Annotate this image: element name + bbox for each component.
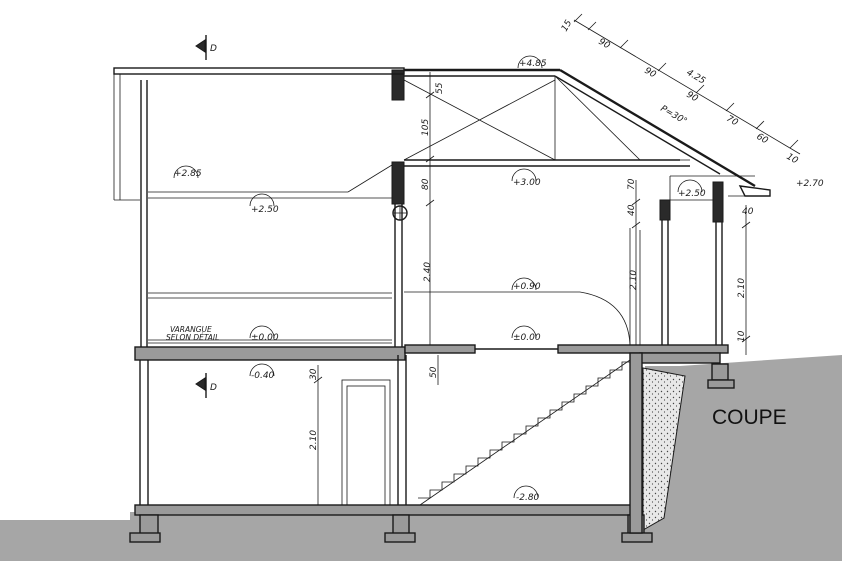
level-floor-left: ±0.00 <box>251 333 279 343</box>
dim-v30: 30 <box>309 368 319 380</box>
level-floor-center: ±0.00 <box>513 333 541 343</box>
floor-note-line1: VARANGUE <box>170 325 212 334</box>
dim-roof-90-a: 90 <box>597 37 612 52</box>
dim-slope: P=30° <box>659 104 689 127</box>
level-eave-inner: +2.50 <box>678 189 706 199</box>
level-upper-ceiling-left: +2.85 <box>174 169 202 179</box>
gravel-backfill <box>642 367 686 531</box>
dim-v10: 10 <box>737 330 747 342</box>
dimension-lines <box>313 13 801 505</box>
walls <box>139 69 724 534</box>
dim-v40-b: 40 <box>742 207 754 217</box>
dim-roof-70: 70 <box>725 114 740 129</box>
level-ridge: +4.85 <box>519 59 547 69</box>
dim-v240: 2.40 <box>423 262 433 282</box>
dim-v210-right: 2.10 <box>737 278 747 298</box>
dim-roof-total: 4.25 <box>685 68 708 87</box>
level-markers <box>173 55 703 499</box>
level-basement: -2.80 <box>516 493 540 503</box>
dim-v210-door: 2.10 <box>629 270 639 290</box>
upper-room <box>148 228 641 346</box>
dim-roof-60: 60 <box>755 132 770 147</box>
ground-floor-slab <box>134 344 729 364</box>
level-mezzanine: +2.50 <box>251 205 279 215</box>
level-upper-ceiling-right: +3.00 <box>513 178 541 188</box>
section-marker-bottom-label: D <box>210 383 217 393</box>
dim-v80: 80 <box>421 178 431 190</box>
dim-v70: 70 <box>627 178 637 190</box>
level-counter: +0.90 <box>513 282 541 292</box>
drawing-title: COUPE <box>712 406 787 429</box>
ground <box>0 355 842 561</box>
level-eave-outer: +2.70 <box>796 179 824 189</box>
dim-v40-a: 40 <box>627 204 637 216</box>
floor-note-line2: SELON DÉTAIL <box>166 333 219 342</box>
dim-v210-basement: 2.10 <box>309 430 319 450</box>
level-lower: -0.40 <box>251 371 275 381</box>
section-marker-top-label: D <box>210 44 217 54</box>
staircase <box>418 359 631 506</box>
section-cut-marker-bottom <box>195 373 207 398</box>
dim-v55: 55 <box>435 82 445 94</box>
dim-v50: 50 <box>429 366 439 378</box>
section-cut-marker-top <box>195 35 207 60</box>
dim-roof-15: 15 <box>560 18 575 33</box>
roof-truss <box>403 68 771 201</box>
upper-roof <box>113 67 405 201</box>
dim-roof-10: 10 <box>785 152 800 167</box>
dim-v105: 105 <box>421 119 431 136</box>
